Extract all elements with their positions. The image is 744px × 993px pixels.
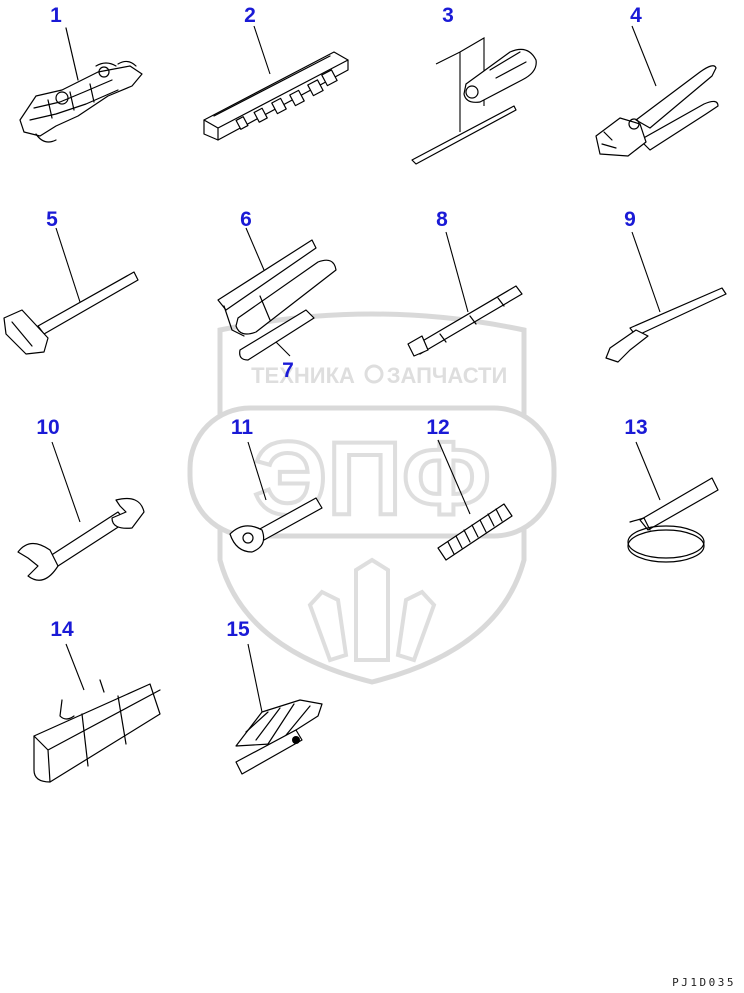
item-10-spanner <box>17 441 145 581</box>
item-14-tool-bag <box>33 643 161 783</box>
item-6-grease-gun <box>217 227 337 337</box>
item-8-extension-bar <box>407 231 523 357</box>
item-9-pry-bar <box>605 231 727 363</box>
callout-4[interactable]: 4 <box>630 4 642 27</box>
callout-3[interactable]: 3 <box>442 4 454 27</box>
callout-13[interactable]: 13 <box>624 416 648 439</box>
callout-11[interactable]: 11 <box>230 416 254 439</box>
gear-icon <box>364 364 384 384</box>
callout-9[interactable]: 9 <box>624 208 636 231</box>
item-11-ring-spanner <box>229 441 323 553</box>
item-13-strap-wrench <box>627 441 719 563</box>
watermark-line2: ЗАПЧАСТИ <box>387 363 508 388</box>
item-1-wrench-set <box>19 27 143 143</box>
wheat-emblem-icon <box>307 557 437 663</box>
callout-15[interactable]: 15 <box>226 618 250 641</box>
item-5-hammer <box>3 227 139 355</box>
callout-7[interactable]: 7 <box>282 359 294 382</box>
item-12-spring <box>437 439 513 561</box>
callout-14[interactable]: 14 <box>50 618 74 641</box>
callout-2[interactable]: 2 <box>244 4 256 27</box>
item-4-pliers <box>595 25 719 157</box>
watermark-line1: ТЕХНИКА <box>251 363 355 388</box>
callout-12[interactable]: 12 <box>426 416 450 439</box>
item-15-feeler-gauge <box>235 643 323 775</box>
callout-1[interactable]: 1 <box>50 4 62 27</box>
callout-6[interactable]: 6 <box>240 208 252 231</box>
watermark-shield: ТЕХНИКА ЗАПЧАСТИ ЭПФ <box>187 311 557 685</box>
item-7-extension-tube <box>239 309 315 361</box>
item-2-socket-case <box>203 25 349 141</box>
callout-8[interactable]: 8 <box>436 208 448 231</box>
item-3-screwdriver <box>411 37 537 165</box>
drawing-code: PJ1D035 <box>672 976 736 989</box>
callout-10[interactable]: 10 <box>36 416 60 439</box>
callout-5[interactable]: 5 <box>46 208 58 231</box>
